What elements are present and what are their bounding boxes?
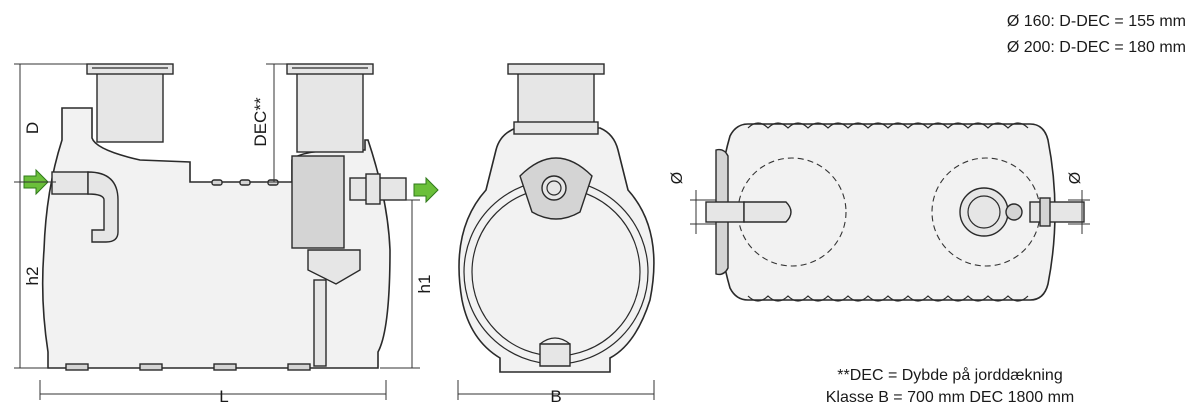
front-view — [458, 63, 655, 373]
top-view-left-opening — [737, 157, 847, 267]
side-view-inlet-pipe — [51, 171, 89, 195]
front-view-tank-body — [458, 127, 655, 373]
front-view-riser — [517, 71, 595, 125]
footnote-dec-definition: **DEC = Dybde på jorddækning — [837, 366, 1062, 384]
side-view-separator-box — [291, 155, 345, 249]
top-view-dimensions — [690, 190, 1090, 234]
side-view-left-riser — [96, 71, 164, 143]
right-diameter-label: Ø — [1067, 172, 1084, 184]
inlet-height-label: h2 — [23, 267, 42, 286]
side-view-slot — [211, 179, 223, 186]
top-view-outlet-plug — [1005, 203, 1023, 221]
side-view-dimensions — [14, 63, 420, 400]
outlet-height-label: h1 — [415, 275, 434, 294]
top-view — [705, 122, 1085, 302]
side-view-right-cover — [286, 63, 374, 75]
top-view-outlet-pipe — [1029, 201, 1085, 223]
cover-depth-label: DEC** — [251, 97, 270, 147]
depth-label: D — [23, 122, 42, 134]
side-view-drop-pipe — [313, 279, 327, 367]
side-view-right-riser — [296, 71, 364, 153]
spec-note-d200: Ø 200: D-DEC = 180 mm — [1007, 39, 1186, 56]
footnote-class-b: Klasse B = 700 mm DEC 1800 mm — [826, 389, 1075, 405]
spec-note-d160: Ø 160: D-DEC = 155 mm — [1007, 13, 1186, 30]
top-view-inlet-tee — [743, 201, 792, 223]
outlet-flow-arrow — [413, 176, 439, 204]
front-view-dimensions — [457, 380, 655, 400]
side-view-foot — [213, 363, 237, 371]
front-view-cover — [507, 63, 605, 75]
side-view-foot — [65, 363, 89, 371]
width-label: B — [550, 387, 561, 405]
side-view-foot — [287, 363, 311, 371]
side-view-foot — [139, 363, 163, 371]
front-view-pipe-opening — [541, 175, 567, 201]
left-diameter-label: Ø — [669, 172, 686, 184]
side-view-slot — [239, 179, 251, 186]
top-view-outlet-flange — [1039, 197, 1051, 227]
front-view-collar — [513, 121, 599, 135]
side-view-funnel — [307, 249, 361, 285]
side-view-left-cover — [86, 63, 174, 75]
side-view-inlet-elbow — [87, 171, 119, 243]
side-view — [23, 63, 439, 371]
front-view-drain — [539, 343, 571, 367]
length-label: L — [219, 387, 228, 405]
side-view-outlet-flange — [365, 173, 381, 205]
top-view-inlet-pipe — [705, 201, 745, 223]
top-view-outlet-ring — [959, 187, 1009, 237]
